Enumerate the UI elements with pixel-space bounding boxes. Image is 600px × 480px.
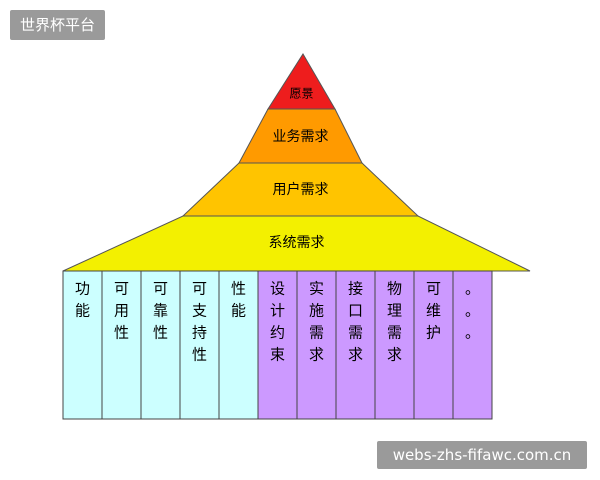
requirement-column-char: 能 xyxy=(75,302,90,320)
requirement-column-8 xyxy=(374,270,415,420)
requirement-column-char: 可 xyxy=(153,280,168,298)
requirement-column-char: 可 xyxy=(426,280,441,298)
requirement-column-char: 理 xyxy=(387,302,402,320)
requirement-column-char: 性 xyxy=(192,346,207,364)
watermark-bottom: webs-zhs-fifawc.com.cn xyxy=(377,441,587,469)
requirement-column-char: 物 xyxy=(387,280,402,298)
requirement-column-char: 需 xyxy=(387,324,402,342)
requirement-column-0 xyxy=(62,270,103,420)
requirement-column-char: 求 xyxy=(309,346,324,364)
requirement-column-char: 约 xyxy=(270,324,285,342)
requirement-column-char: 接 xyxy=(348,280,363,298)
requirement-column-char: 。 xyxy=(465,280,480,298)
requirement-column-char: 口 xyxy=(348,302,363,320)
requirement-column-char: 可 xyxy=(192,280,207,298)
requirement-column-char: 支 xyxy=(192,302,207,320)
requirement-column-char: 功 xyxy=(75,280,90,298)
requirement-column-char: 。 xyxy=(465,324,480,342)
pyramid-tier-label-1: 业务需求 xyxy=(273,129,329,145)
requirement-column-char: 维 xyxy=(426,302,441,320)
pyramid-tier-label-0: 愿景 xyxy=(289,87,313,101)
requirement-column-char: 束 xyxy=(270,346,285,364)
requirement-column-10 xyxy=(452,270,493,420)
requirement-column-char: 需 xyxy=(348,324,363,342)
requirement-column-char: 需 xyxy=(309,324,324,342)
requirement-column-char: 性 xyxy=(114,324,129,342)
requirement-column-6 xyxy=(296,270,337,420)
requirement-column-char: 护 xyxy=(426,324,441,342)
requirement-column-5 xyxy=(257,270,298,420)
requirement-column-char: 用 xyxy=(114,302,129,320)
requirement-column-char: 计 xyxy=(270,302,285,320)
requirement-column-char: 能 xyxy=(231,302,246,320)
requirement-column-7 xyxy=(335,270,376,420)
pyramid-tier-0 xyxy=(267,53,336,110)
requirement-column-char: 。 xyxy=(465,302,480,320)
watermark-top: 世界杯平台 xyxy=(10,10,106,40)
requirement-column-char: 实 xyxy=(309,280,324,298)
requirement-column-char: 求 xyxy=(387,346,402,364)
requirement-column-char: 设 xyxy=(270,280,285,298)
requirement-column-char: 性 xyxy=(153,324,168,342)
requirement-column-char: 持 xyxy=(192,324,207,342)
requirement-column-char: 施 xyxy=(309,302,324,320)
requirement-column-char: 靠 xyxy=(153,302,168,320)
requirement-column-char: 性 xyxy=(231,280,246,298)
pyramid-tier-3 xyxy=(62,215,531,272)
requirement-column-char: 可 xyxy=(114,280,129,298)
requirement-column-1 xyxy=(101,270,142,420)
requirement-column-char: 求 xyxy=(348,346,363,364)
pyramid-tier-label-3: 系统需求 xyxy=(269,235,325,251)
pyramid-tier-label-2: 用户需求 xyxy=(273,181,329,198)
